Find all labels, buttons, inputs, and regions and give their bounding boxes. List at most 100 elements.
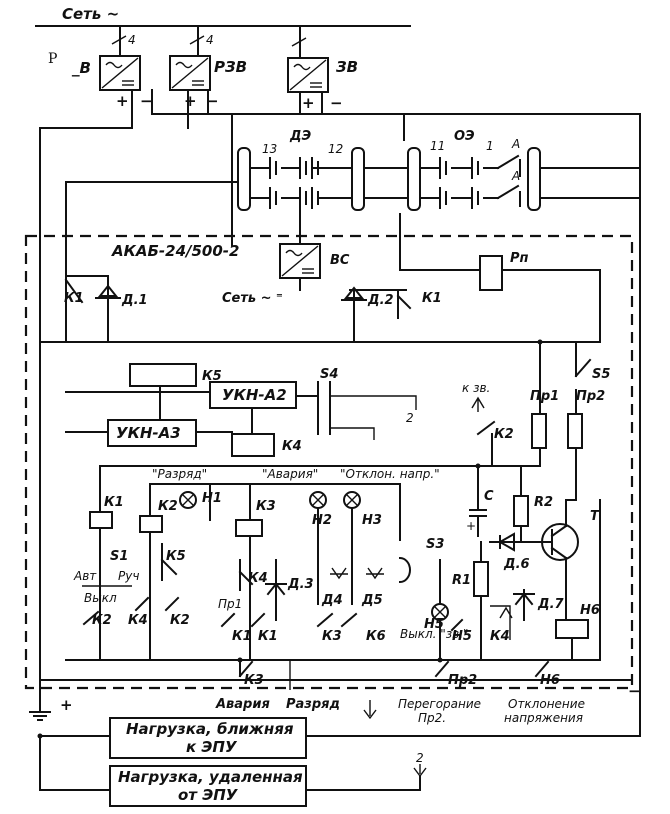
k3-coil-label: К3 [256, 499, 276, 514]
load-far-line2: от ЭПУ [178, 786, 239, 804]
label-burnout-2: Пр2. [418, 711, 446, 725]
plus-rzv: + [184, 92, 197, 110]
k2-mid-label: К2 [494, 427, 514, 442]
signal-alarm: "Авария" [262, 467, 318, 481]
s4-label: S4 [320, 367, 338, 382]
label-deviation-1: Отклонение [508, 697, 585, 711]
h6-label: Н6 [580, 603, 600, 618]
d2-label: Д.2 [367, 293, 394, 308]
k4-top-label: К4 [282, 439, 302, 454]
cell-13-label: 13 [262, 142, 277, 156]
k1-contact-b: К1 [258, 629, 278, 644]
d1-label: Д.1 [121, 293, 148, 308]
k1-coil-label: К1 [104, 495, 124, 510]
stray-letter: Р [48, 51, 57, 67]
bus-plus: + [60, 696, 73, 714]
h2-label: Н2 [312, 513, 332, 528]
switch-a-bottom: А [511, 169, 520, 183]
battery-group-oe [407, 147, 541, 211]
cabinet-boundary [24, 234, 634, 690]
h5-label: Н5 [424, 617, 444, 632]
rectifier-vs [279, 243, 321, 279]
relay-k4-coil [231, 433, 275, 457]
battery-de-label: ДЭ [289, 129, 312, 144]
d4-label: Д4 [321, 593, 343, 608]
lamp-h1 [179, 491, 197, 509]
resistor-r1 [473, 561, 489, 597]
fuse-pr2 [567, 413, 583, 449]
k5-top-label: К5 [202, 369, 222, 384]
h3-label: Н3 [362, 513, 382, 528]
cell-1-label: 1 [486, 139, 494, 153]
minus-zv: − [330, 94, 343, 112]
k1-contact-a: К1 [232, 629, 252, 644]
pr2-bottom-label: Пр2 [448, 673, 477, 688]
h1-label: Н1 [202, 491, 222, 506]
k6-contact-label: К6 [366, 629, 386, 644]
plus-zv: + [302, 94, 315, 112]
unit-label-zv: ЗВ [336, 58, 358, 76]
s1-label: S1 [110, 549, 128, 564]
h2-contact-label: К2 [170, 613, 190, 628]
h6-bottom-label: Н6 [540, 673, 560, 688]
battery-group-de [237, 147, 365, 211]
fuse-label-rzv: 4 [206, 33, 214, 47]
h5-contact-label: Н5 [452, 629, 472, 644]
label-alarm: Авария [215, 697, 270, 712]
pr2-label: Пр2 [576, 389, 605, 404]
minus-rzv: − [206, 92, 219, 110]
k1-right-label: К1 [422, 291, 442, 306]
switch-a-top: А [511, 137, 520, 151]
load-near-line1: Нагрузка, ближняя [126, 720, 294, 738]
minus-v: − [140, 92, 153, 110]
bus-minus: − [628, 682, 641, 700]
arrow-2a: 2 [406, 411, 414, 425]
battery-oe-label: ОЭ [454, 129, 475, 144]
label-burnout-1: Перегорание [398, 697, 481, 711]
ground-symbol [29, 699, 51, 721]
pr1-small-label: Пр1 [218, 597, 242, 611]
unit-label-v: _В [71, 59, 91, 77]
k5-contact-label: К5 [166, 549, 186, 564]
ukn-a3-label: УКН-А3 [116, 424, 181, 442]
label-deviation-2: напряжения [504, 711, 583, 725]
lamp-h3 [343, 491, 361, 509]
s3-label: S3 [426, 537, 444, 552]
relay-h6-coil [555, 619, 589, 639]
r1-label: R1 [452, 573, 471, 588]
t-label: Т [590, 509, 600, 524]
c-plus: + [466, 519, 476, 533]
load-near-box [109, 717, 307, 759]
rectifier-vs-label: ВС [330, 253, 350, 268]
cell-11-label: 11 [430, 139, 445, 153]
rectifier-unit-rzv [169, 55, 211, 91]
relay-k1-coil [89, 511, 113, 529]
relay-rp [479, 255, 503, 291]
load-near-line2: к ЭПУ [186, 738, 238, 756]
d7-label: Д.7 [537, 597, 565, 612]
k2-coil-label: К2 [158, 499, 178, 514]
rectifier-unit-zv [287, 57, 329, 93]
d5-label: Д5 [361, 593, 383, 608]
label-discharge: Разряд [286, 697, 340, 712]
k4-h6-label: К4 [490, 629, 510, 644]
arrow-2b: 2 [416, 751, 424, 765]
mains-label: Сеть ~ [62, 5, 119, 23]
k3-contact-label: К3 [322, 629, 342, 644]
cell-12-label: 12 [328, 142, 343, 156]
s1-vykl: Выкл [84, 591, 117, 605]
signal-discharge: "Разряд" [152, 467, 207, 481]
transistor-t [541, 499, 579, 591]
k2-s1-label: К2 [92, 613, 112, 628]
signal-deviation: "Отклон. напр." [340, 467, 440, 481]
fuse-pr1 [531, 413, 547, 449]
k4-contact-label: К4 [128, 613, 148, 628]
s5-label: S5 [592, 367, 610, 382]
s1-avt: Авт [73, 569, 97, 583]
k3-bottom-label: К3 [244, 673, 264, 688]
k-zv-label: к зв. [462, 381, 490, 395]
pr1-label: Пр1 [530, 389, 559, 404]
relay-k3-coil [235, 519, 263, 537]
block-ukn-a3 [107, 419, 197, 447]
